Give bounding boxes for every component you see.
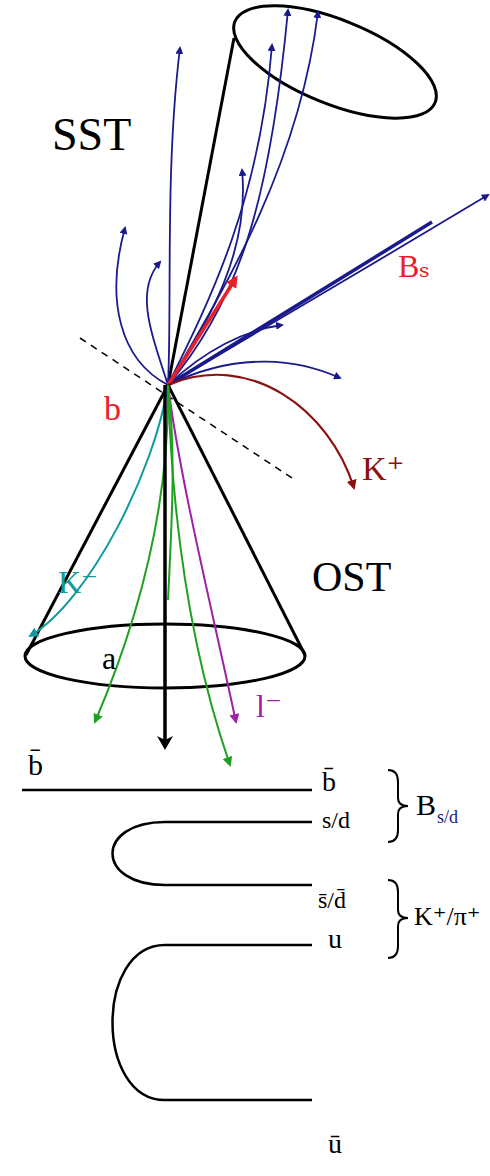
b-flight-arrow xyxy=(168,278,236,385)
ost-tracks xyxy=(30,385,236,765)
label: s/d xyxy=(322,808,350,832)
label: B xyxy=(416,790,436,820)
label: ū xyxy=(328,1130,342,1158)
label: l⁻ xyxy=(256,690,282,722)
label: b xyxy=(104,392,121,426)
brace xyxy=(388,770,408,958)
label: s/d xyxy=(437,808,458,826)
label: K⁺/π⁺ xyxy=(414,904,481,930)
sst-tracks xyxy=(116,10,488,385)
label: Bₛ xyxy=(398,250,430,282)
label: b̄ xyxy=(28,750,43,780)
label: a⃗ xyxy=(102,642,141,674)
sst-cone xyxy=(168,0,451,385)
quark-lines xyxy=(22,790,312,1100)
label: b̄ xyxy=(322,768,336,796)
label: OST xyxy=(312,556,391,598)
label: SST xyxy=(52,112,131,158)
label: s̄/d̄ xyxy=(318,888,346,912)
axis-arrow xyxy=(163,385,167,746)
label: u xyxy=(328,925,342,953)
label: K⁻ xyxy=(58,566,98,598)
label: K⁺ xyxy=(362,452,405,486)
kaon-track xyxy=(168,375,354,488)
